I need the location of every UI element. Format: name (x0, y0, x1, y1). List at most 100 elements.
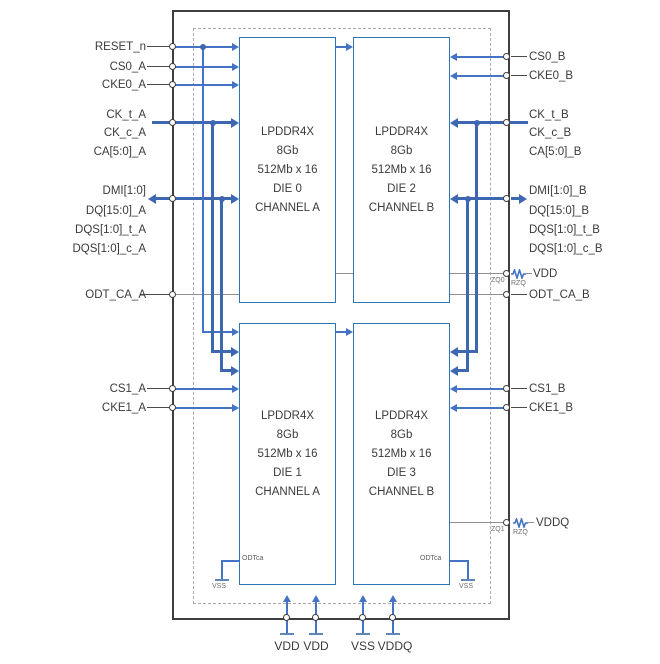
wire-cke0-b (457, 75, 506, 77)
wire-vss-out (362, 618, 364, 634)
tick-cs1-a (147, 388, 170, 389)
wire-zq1 (450, 522, 506, 523)
pin-label-odt-ca-b: ODT_CA_B (529, 289, 590, 301)
wire-zq1-stub (528, 522, 534, 523)
pin-label-ck-c-a: CK_c_A (103, 127, 146, 139)
pin-label-cke0-b: CKE0_B (529, 70, 574, 82)
arrow-reset-die2 (346, 43, 353, 51)
arrow-vdd1-up (283, 595, 291, 602)
die1-vss-ground-icon (215, 579, 229, 581)
wire-dq-b-vertical (466, 197, 469, 372)
wire-reset-die0-die2 (336, 46, 347, 48)
die0-line5: CHANNEL A (255, 201, 320, 214)
tick-cke0-a (147, 84, 170, 85)
pin-label-dqs-t-b: DQS[1:0]_t_B (529, 224, 600, 236)
package-outline (172, 10, 510, 620)
die1-line2: 8Gb (276, 428, 299, 441)
arrow-cke1-die3 (450, 404, 457, 412)
die0-line2: 8Gb (276, 144, 299, 157)
bottom-label-vdd1: VDD (274, 639, 300, 653)
wire-reset-die1-die3 (336, 331, 347, 333)
zq0-label: ZQ0 (491, 277, 505, 284)
tick-cs0-a (147, 66, 170, 67)
wire-dq-to-die3 (458, 369, 469, 372)
pin-zq0 (503, 270, 510, 277)
block-die3-channel-b: LPDDR4X 8Gb 512Mb x 16 DIE 3 CHANNEL B (353, 323, 450, 585)
wire-dq-to-die1 (220, 369, 231, 372)
pin-label-cs0-a: CS0_A (109, 61, 146, 73)
rzq0-label: RZQ (511, 280, 526, 287)
pin-label-ck-c-b: CK_c_B (529, 127, 572, 139)
pin-bottom-vdd1 (283, 614, 290, 621)
wire-vdd1-in (286, 602, 288, 618)
die2-line4: DIE 2 (387, 182, 416, 195)
pin-cs0-b (503, 53, 510, 60)
die1-odt-wire-h (221, 560, 239, 562)
wire-odt-ca-a (176, 294, 239, 295)
rzq1-resistor-icon (513, 518, 528, 528)
block-die1-channel-a: LPDDR4X 8Gb 512Mb x 16 DIE 1 CHANNEL A (239, 323, 336, 585)
wire-vddq-out (392, 618, 394, 634)
block-die0-channel-a: LPDDR4X 8Gb 512Mb x 16 DIE 0 CHANNEL A (239, 37, 336, 303)
wire-dq-b (458, 197, 506, 200)
junction-ck-a (210, 120, 216, 126)
arrow-cke1-die1 (232, 404, 239, 412)
wire-vddq-in (392, 602, 394, 618)
arrow-reset-die0 (232, 43, 239, 51)
arrow-cs1-die1 (232, 385, 239, 393)
zq1-label: ZQ1 (491, 526, 505, 533)
wire-dq-a (156, 197, 231, 200)
wire-vdd2-out (315, 618, 317, 634)
wire-reset-to-die1 (202, 331, 232, 333)
die0-line4: DIE 0 (273, 182, 302, 195)
wire-vdd1-out (286, 618, 288, 634)
wire-ck-ca-a (152, 121, 231, 124)
wire-odt-ca-b (450, 294, 506, 295)
arrow-reset-die3 (346, 328, 353, 336)
pin-label-vdd: VDD (533, 268, 558, 280)
wire-vss-in (362, 602, 364, 618)
pin-ck-a (169, 119, 176, 126)
die0-line1: LPDDR4X (260, 125, 315, 138)
die-boundary-dashed (193, 28, 491, 604)
tick-cke1-b (511, 407, 527, 408)
wire-dq-vertical (220, 197, 223, 372)
pin-label-ca-a: CA[5:0]_A (93, 146, 146, 158)
pin-label-cs0-b: CS0_B (529, 51, 566, 63)
die2-line5: CHANNEL B (368, 201, 435, 214)
junction-reset (200, 44, 206, 50)
wire-cs0-b (457, 56, 506, 58)
die3-odt-wire-v (467, 560, 469, 579)
pin-label-cs1-b: CS1_B (529, 383, 566, 395)
die2-line1: LPDDR4X (374, 125, 429, 138)
junction-dq-b (465, 196, 471, 202)
pin-odt-ca-a (169, 291, 176, 298)
bottom-label-vss: VSS (350, 639, 375, 653)
wire-cs1-b (457, 388, 506, 390)
wire-cke1-b (457, 407, 506, 409)
arrow-dq-a-out (148, 194, 156, 204)
pin-label-dqs-t-a: DQS[1:0]_t_A (75, 224, 146, 236)
arrow-dq-b-out (519, 194, 527, 204)
pin-odt-ca-b (503, 291, 510, 298)
arrow-ck-die3 (450, 347, 458, 357)
die3-odt-wire-h (450, 560, 468, 562)
arrow-vss-up (359, 595, 367, 602)
die1-line1: LPDDR4X (260, 409, 315, 422)
pin-label-cs1-a: CS1_A (109, 383, 146, 395)
tick-cke1-a (147, 407, 170, 408)
arrow-ck-die0 (231, 118, 239, 128)
pin-cke0-b (503, 72, 510, 79)
die3-line1: LPDDR4X (374, 409, 429, 422)
pin-cke1-a (169, 404, 176, 411)
pin-label-dmi-b: DMI[1:0]_B (529, 185, 587, 197)
vdd1-rail-icon (280, 633, 294, 635)
pin-label-dmi-a: DMI[1:0] (102, 185, 146, 197)
pin-dq-a (169, 195, 176, 202)
arrow-ck-die1 (231, 347, 239, 357)
wire-zq0 (450, 273, 506, 274)
junction-dq-a (219, 196, 225, 202)
pin-cs0-a (169, 63, 176, 70)
vss-rail-icon (356, 633, 370, 635)
